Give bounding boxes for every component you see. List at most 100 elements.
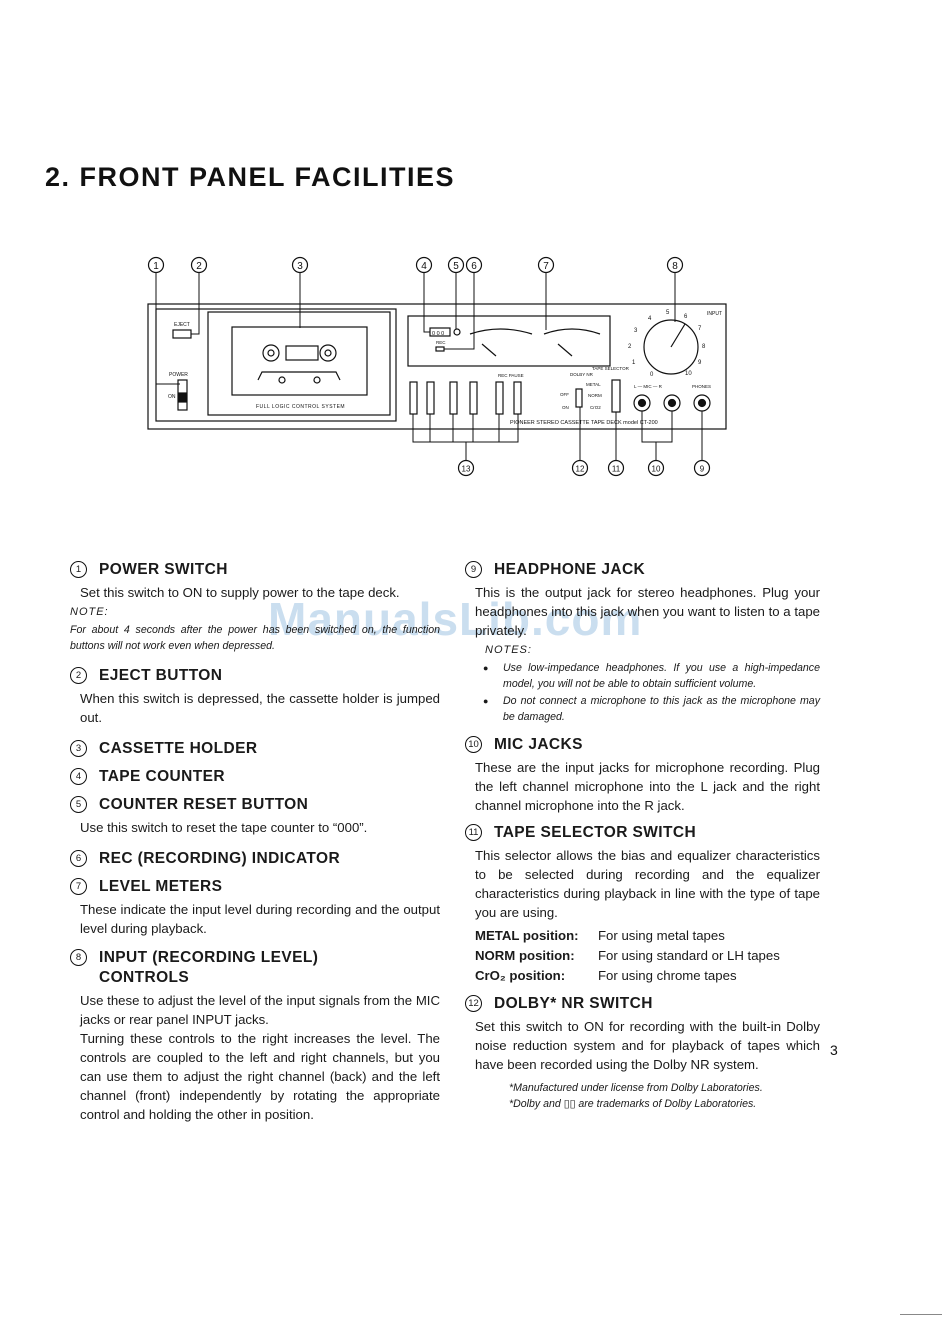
section-body: Set this switch to ON to supply power to… bbox=[80, 585, 400, 600]
svg-text:7: 7 bbox=[543, 261, 549, 272]
svg-text:6: 6 bbox=[471, 261, 477, 272]
svg-text:1: 1 bbox=[632, 360, 636, 366]
svg-text:4: 4 bbox=[648, 316, 652, 322]
section-body: Use these to adjust the level of the inp… bbox=[80, 993, 440, 1027]
callout-13: 13 bbox=[457, 459, 475, 477]
section-body: These indicate the input level during re… bbox=[80, 902, 440, 936]
section-title: LEVEL METERS bbox=[99, 878, 223, 895]
svg-text:NORM: NORM bbox=[588, 393, 602, 398]
svg-text:3: 3 bbox=[297, 261, 303, 272]
svg-text:2: 2 bbox=[628, 344, 632, 350]
svg-text:EJECT: EJECT bbox=[174, 322, 190, 328]
callout-7: 7 bbox=[537, 256, 555, 274]
callout-2: 2 bbox=[190, 256, 208, 274]
callout-1: 1 bbox=[147, 256, 165, 274]
svg-text:13: 13 bbox=[462, 465, 471, 474]
section-title: COUNTER RESET BUTTON bbox=[99, 796, 309, 813]
mic-jack-r bbox=[663, 394, 681, 412]
svg-text:5: 5 bbox=[666, 310, 670, 316]
callout-10: 10 bbox=[647, 459, 665, 477]
svg-text:3: 3 bbox=[634, 328, 638, 334]
section-number: 3 bbox=[70, 740, 87, 757]
tape-selector-switch bbox=[611, 379, 621, 413]
svg-text:4: 4 bbox=[421, 261, 427, 272]
section-body: This is the output jack for stereo headp… bbox=[475, 585, 820, 638]
section-title: EJECT BUTTON bbox=[99, 667, 223, 684]
note-text: For about 4 seconds after the power has … bbox=[70, 624, 440, 652]
table-row: NORM position:For using standard or LH t… bbox=[475, 948, 780, 963]
svg-text:0 0 0: 0 0 0 bbox=[432, 331, 444, 337]
callout-9: 9 bbox=[693, 459, 711, 477]
leader-lines bbox=[155, 273, 703, 460]
mic-jack-l bbox=[633, 394, 651, 412]
svg-text:6: 6 bbox=[684, 314, 688, 320]
svg-text:TAPE SELECTOR: TAPE SELECTOR bbox=[592, 366, 630, 371]
rec-indicator bbox=[435, 346, 445, 352]
notes-list: Use low-impedance headphones. If you use… bbox=[483, 660, 820, 725]
section-title: CASSETTE HOLDER bbox=[99, 740, 258, 757]
footnote: *Dolby and ▯▯ are trademarks of Dolby La… bbox=[509, 1098, 757, 1110]
section-level-meters: 7 LEVEL METERS These indicate the input l… bbox=[70, 877, 440, 938]
section-number: 10 bbox=[465, 736, 482, 753]
section-number: 11 bbox=[465, 824, 482, 841]
svg-text:10: 10 bbox=[652, 465, 661, 474]
section-title: MIC JACKS bbox=[494, 736, 583, 753]
svg-text:DOLBY NR: DOLBY NR bbox=[570, 372, 594, 377]
right-column: 9 HEADPHONE JACK This is the output jack … bbox=[465, 560, 820, 1120]
section-title: INPUT (RECORDING LEVEL) CONTROLS bbox=[99, 949, 319, 986]
svg-text:INPUT: INPUT bbox=[707, 311, 722, 317]
section-number: 12 bbox=[465, 995, 482, 1012]
callout-12: 12 bbox=[571, 459, 589, 477]
edge-mark bbox=[900, 1314, 942, 1315]
cassette-window bbox=[231, 326, 368, 396]
section-title: HEADPHONE JACK bbox=[494, 561, 646, 578]
level-meter-left bbox=[469, 328, 533, 335]
section-body: This selector allows the bias and equali… bbox=[475, 848, 820, 920]
level-meter-right bbox=[543, 328, 601, 335]
page-title: 2. FRONT PANEL FACILITIES bbox=[45, 162, 456, 192]
svg-text:0: 0 bbox=[650, 372, 654, 378]
section-body: When this switch is depressed, the casse… bbox=[80, 691, 440, 725]
section-body: Set this switch to ON for recording with… bbox=[475, 1019, 820, 1072]
svg-text:OFF: OFF bbox=[560, 392, 569, 397]
section-title: POWER SWITCH bbox=[99, 561, 228, 578]
callout-6: 6 bbox=[465, 256, 483, 274]
svg-text:11: 11 bbox=[612, 465, 621, 474]
callout-11: 11 bbox=[607, 459, 625, 477]
function-buttons bbox=[409, 381, 522, 415]
svg-text:REC PAUSE: REC PAUSE bbox=[498, 373, 524, 378]
svg-text:7: 7 bbox=[698, 326, 702, 332]
section-headphone-jack: 9 HEADPHONE JACK This is the output jack … bbox=[465, 560, 820, 725]
section-number: 4 bbox=[70, 768, 87, 785]
section-title: TAPE COUNTER bbox=[99, 768, 225, 785]
svg-text:CrO2: CrO2 bbox=[590, 405, 601, 410]
svg-text:5: 5 bbox=[453, 261, 459, 272]
svg-text:POWER: POWER bbox=[169, 372, 188, 378]
svg-text:FULL LOGIC CONTROL SYSTEM: FULL LOGIC CONTROL SYSTEM bbox=[256, 404, 345, 410]
page-number: 3 bbox=[830, 1042, 838, 1058]
svg-text:PIONEER STEREO CASSETTE TAPE D: PIONEER STEREO CASSETTE TAPE DECK model … bbox=[510, 420, 658, 426]
section-number: 9 bbox=[465, 561, 482, 578]
section-title: REC (RECORDING) INDICATOR bbox=[99, 850, 341, 867]
input-level-dial bbox=[643, 319, 699, 375]
tape-position-table: METAL position:For using metal tapes NOR… bbox=[475, 926, 780, 986]
eject-button bbox=[172, 329, 192, 339]
note-label: NOTE: bbox=[70, 606, 109, 618]
callout-8: 8 bbox=[666, 256, 684, 274]
section-number: 7 bbox=[70, 878, 87, 895]
svg-text:8: 8 bbox=[702, 344, 706, 350]
front-panel-diagram: 1 2 3 4 5 6 7 8 13 12 11 10 9 EJECT POWE… bbox=[140, 252, 730, 484]
section-number: 2 bbox=[70, 667, 87, 684]
svg-text:9: 9 bbox=[700, 465, 705, 474]
section-body: Turning these controls to the right incr… bbox=[80, 1031, 440, 1122]
notes-label: NOTES: bbox=[485, 644, 532, 656]
callout-4: 4 bbox=[415, 256, 433, 274]
table-row: CrO₂ position:For using chrome tapes bbox=[475, 968, 737, 983]
